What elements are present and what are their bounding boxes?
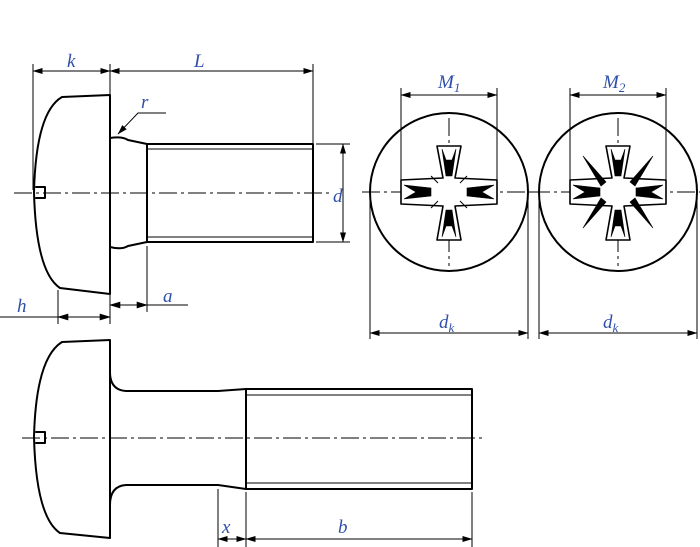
label-dk-1: dk	[439, 312, 455, 335]
label-dk-2: dk	[603, 312, 619, 335]
label-b: b	[338, 517, 348, 538]
arrow-h-right	[99, 313, 112, 321]
label-a: a	[163, 286, 173, 307]
label-k: k	[67, 51, 76, 72]
label-d: d	[333, 186, 343, 207]
recess-detail-1	[403, 148, 495, 238]
label-r: r	[141, 92, 149, 113]
pan-head-outline-bottom	[33, 339, 111, 539]
label-L: L	[193, 51, 205, 72]
arrow-a-right	[136, 301, 149, 309]
screw-side-view-bottom: x b	[22, 339, 482, 547]
label-h: h	[17, 296, 27, 317]
label-x: x	[221, 517, 231, 538]
recess-detail-2	[572, 148, 664, 238]
screw-side-view-top: k L r d h a	[0, 51, 350, 324]
head-end-view-1: M1 dk	[362, 72, 536, 339]
label-M2: M2	[602, 72, 626, 95]
label-M1: M1	[437, 72, 460, 95]
pan-head-outline	[33, 94, 111, 295]
arrow-a-left	[108, 301, 121, 309]
arrow-h-left	[56, 313, 69, 321]
head-end-view-2: M2 dk	[532, 72, 700, 339]
leader-r	[117, 112, 166, 135]
shank-outline-bottom	[109, 371, 473, 506]
